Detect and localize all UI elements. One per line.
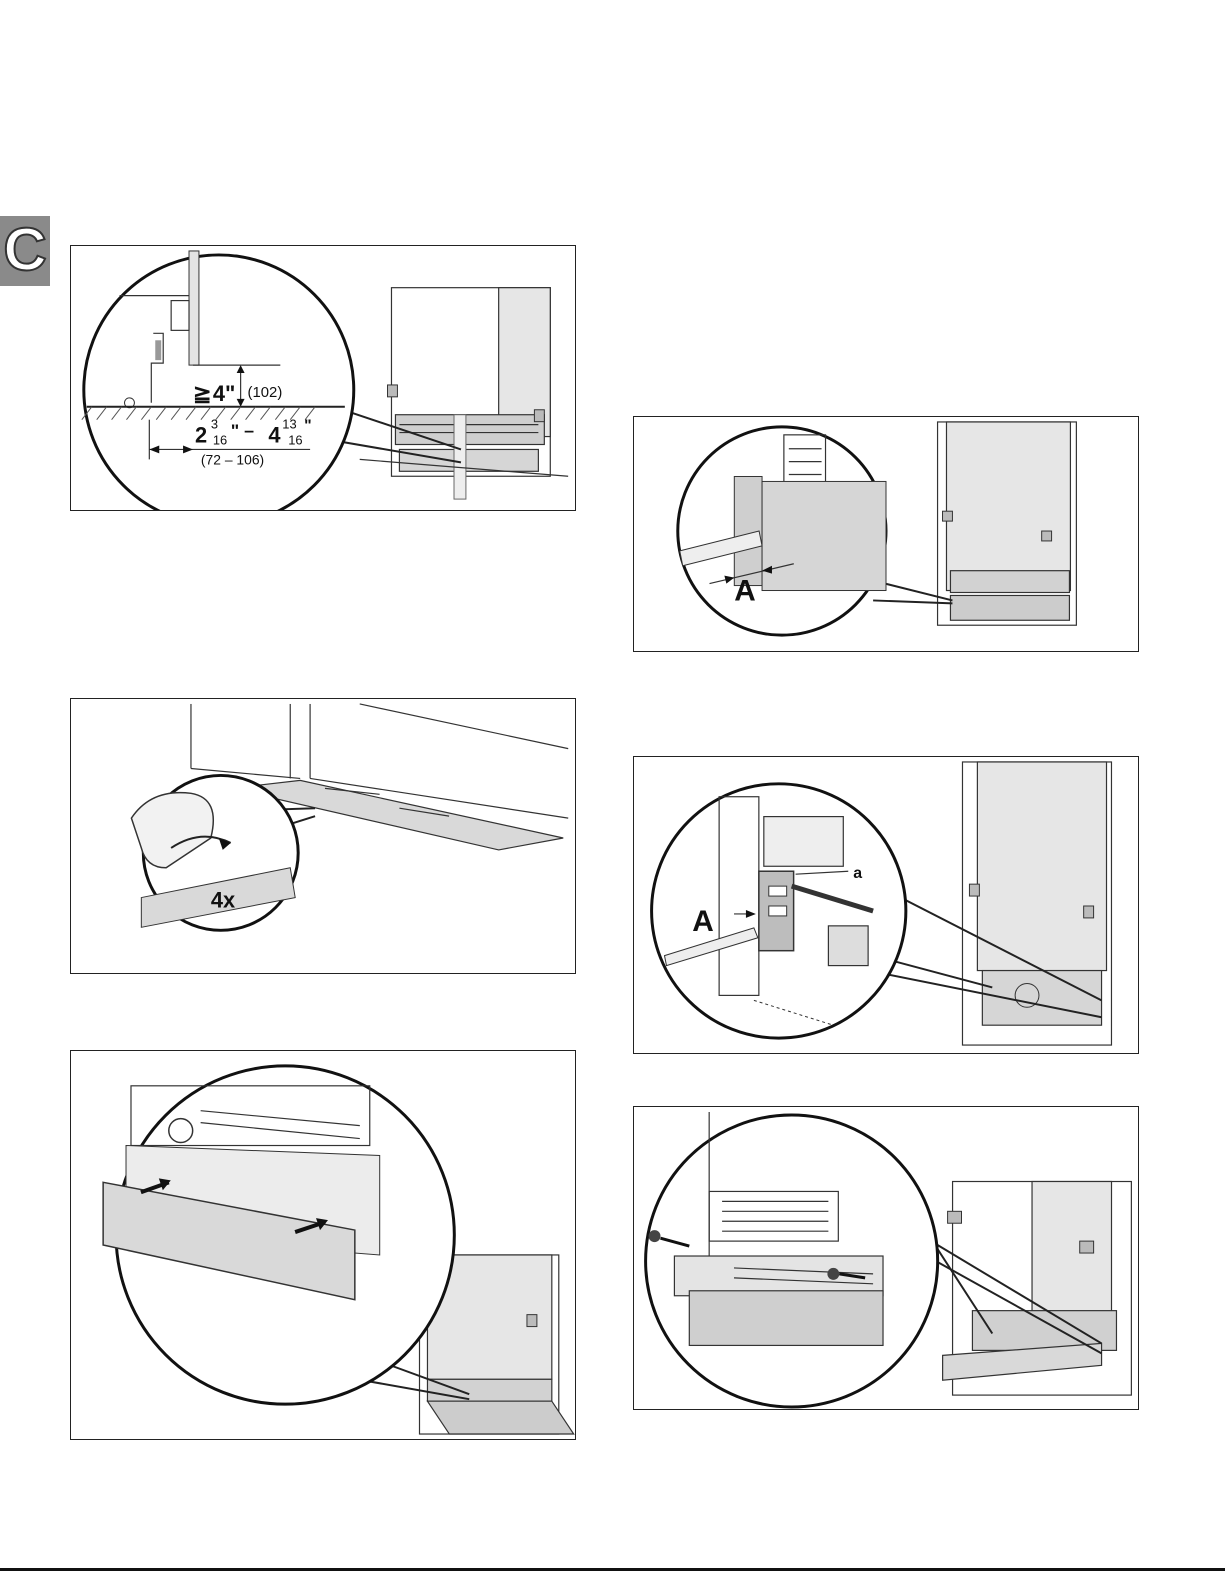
figure-clearance-drawing: ≧ 4" (102) 2 3 16 " – 4 13 16 " (72 – 10…: [71, 246, 575, 510]
width-max-denominator: 16: [288, 432, 302, 447]
figure-fit-grille: [633, 1106, 1139, 1410]
height-mm: (102): [248, 385, 283, 401]
height-prefix: ≧: [193, 381, 211, 406]
figure-adjust-bracket: A a: [633, 756, 1139, 1054]
gap-label: A: [734, 574, 755, 607]
width-max-whole: 4: [268, 423, 281, 448]
width-max-inch: ": [304, 418, 312, 435]
section-letter: C: [3, 216, 46, 283]
figure-adhesive-strips-drawing: 4x: [71, 699, 575, 973]
page-bottom-rule: [0, 1568, 1225, 1571]
width-min-denominator: 16: [213, 432, 227, 447]
figure-adjust-bracket-drawing: A a: [634, 757, 1138, 1053]
figure-measure-gap-drawing: A: [634, 417, 1138, 651]
width-separator: " –: [231, 421, 254, 441]
figure-clearance: ≧ 4" (102) 2 3 16 " – 4 13 16 " (72 – 10…: [70, 245, 576, 511]
width-mm: (72 – 106): [201, 451, 264, 467]
width-max-numerator: 13: [282, 417, 296, 432]
width-min-numerator: 3: [211, 417, 218, 432]
bracket-gap-label: A: [692, 905, 714, 938]
figure-attach-panel: [70, 1050, 576, 1440]
strip-count: 4x: [211, 887, 235, 912]
section-letter-graphic: C: [0, 216, 50, 286]
width-min-whole: 2: [195, 423, 207, 448]
section-tab: C: [0, 216, 50, 286]
figure-adhesive-strips: 4x: [70, 698, 576, 974]
figure-attach-panel-drawing: [71, 1051, 575, 1439]
figure-measure-gap: A: [633, 416, 1139, 652]
screw-label: a: [853, 865, 862, 882]
figure-fit-grille-drawing: [634, 1107, 1138, 1409]
height-value: 4": [213, 381, 236, 406]
